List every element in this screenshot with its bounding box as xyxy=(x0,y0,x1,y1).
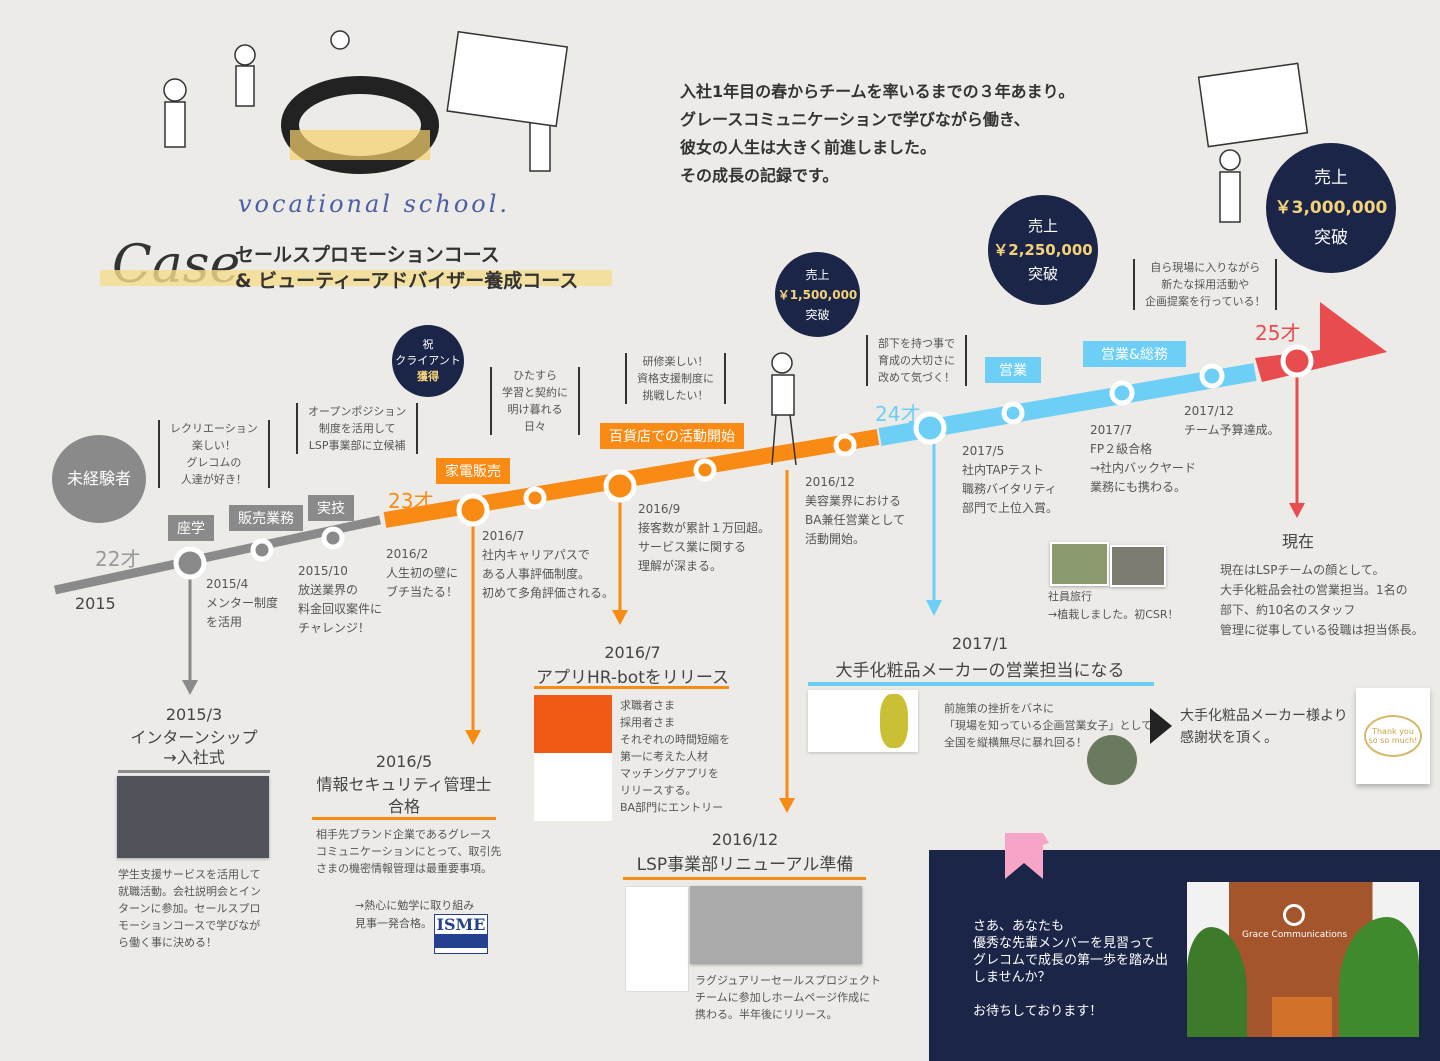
m1612-date: 2016/12 xyxy=(711,830,779,849)
thanks-card-text: Thank you so so much! xyxy=(1364,715,1422,757)
m1612-text: ラグジュアリーセールスプロジェクト チームに参加しホームページ作成に 携わる。半… xyxy=(695,974,882,1021)
tag-kaden: 家電販売 xyxy=(436,458,510,484)
event-2017-7: 2017/7 FP２級合格 →社内バックヤード 業務にも携わる。 xyxy=(1090,423,1197,494)
m1605-title: 情報セキュリティ管理士 合格 xyxy=(316,775,492,816)
school-illustration xyxy=(163,30,569,174)
age-23: 23才 xyxy=(388,489,434,513)
m1605-note: →熱心に勉学に取り組み 見事一発合格。 xyxy=(355,899,475,930)
sales1-amount: ￥1,500,000 xyxy=(777,287,858,302)
bubble-client-l1: 祝 xyxy=(422,338,434,351)
m1701-rule xyxy=(808,682,1154,686)
start-badge-text: 未経験者 xyxy=(66,469,131,488)
sales3-label: 売上 xyxy=(1314,168,1348,188)
m1612-rule xyxy=(623,877,866,880)
quote-3: ひたすら 学習と契約に 明け暮れる 日々 xyxy=(490,367,580,435)
m1701-thanks: 大手化粧品メーカー様より 感謝状を頂く。 xyxy=(1180,708,1348,746)
hrbot-screenshot xyxy=(534,695,612,821)
event-2017-5: 2017/5 社内TAPテスト 職務バイタリティ 部門で上位入賞。 xyxy=(962,444,1059,515)
bookmark-icon xyxy=(1005,833,1049,879)
event-2017-12: 2017/12 チーム予算達成。 xyxy=(1184,404,1280,437)
start-badge: 未経験者 xyxy=(52,435,146,523)
age-25: 25才 xyxy=(1255,321,1301,345)
thanks-card: Thank you so so much! xyxy=(1356,688,1430,784)
tag-hanbai: 販売業務 xyxy=(229,505,303,531)
office-sign: Grace Communications xyxy=(1242,930,1348,940)
event-2016-7: 2016/7 社内キャリアパスで ある人事評価制度。 初めて多角評価される。 xyxy=(482,529,615,600)
trip-caption: 社員旅行 →植栽しました。初CSR！ xyxy=(1048,590,1179,621)
power-logo-icon xyxy=(1283,904,1305,926)
isme-logo-text: ISME xyxy=(436,915,486,934)
sales2-label: 売上 xyxy=(1027,217,1058,235)
tag-eigyo-somu: 営業&総務 xyxy=(1083,341,1186,367)
m1605-date: 2016/5 xyxy=(375,752,433,771)
sales1-suffix: 突破 xyxy=(805,307,830,322)
m1607-text: 求職者さま 採用者さま それぞれの時間短縮を 第一に考えた人材 マッチングアプリ… xyxy=(620,699,730,814)
m1503-text: 学生支援サービスを活用して 就職活動。会社説明会とイン ターンに参加。セールスプ… xyxy=(118,868,261,949)
quote-4: 研修楽しい！ 資格支援制度に 挑戦したい！ xyxy=(625,353,726,404)
m1607-rule xyxy=(534,686,729,689)
lsp-team-photo xyxy=(690,886,862,964)
m1503-photo xyxy=(117,776,269,858)
sales3-amount: ￥3,000,000 xyxy=(1274,198,1388,218)
m1607-title: アプリHR-botをリリース xyxy=(535,668,730,688)
tag-hyakkaten: 百貨店での活動開始 xyxy=(600,423,744,449)
event-2016-12: 2016/12 美容業界における BA兼任営業として 活動開始。 xyxy=(805,475,906,546)
intro-text: 入社1年目の春からチームを率いるまでの３年あまり。 グレースコミュニケーションで… xyxy=(680,82,1075,185)
m1701-date: 2017/1 xyxy=(951,634,1009,653)
sales2-amount: ￥2,250,000 xyxy=(993,241,1093,259)
event-2016-9: 2016/9 接客数が累計１万回超。 サービス業に関する 理解が深まる。 xyxy=(638,502,771,573)
quote-5: 部下を持つ事で 育成の大切さに 改めて気づく！ xyxy=(866,335,967,386)
m1612-title: LSP事業部リニューアル準備 xyxy=(636,855,854,875)
trip-photo xyxy=(1050,542,1109,586)
m1503-date: 2015/3 xyxy=(165,705,223,724)
drop-lines xyxy=(182,370,1305,813)
school-label: vocational school. xyxy=(238,190,511,218)
cta-text: さあ、あなたも 優秀な先輩メンバーを見習って グレコムで成長の第一歩を踏み出 し… xyxy=(973,919,1169,1019)
m1701-text: 前施策の挫折をバネに 「現場を知っている企画営業女子」として 全国を縦横無尽に暴… xyxy=(944,702,1153,749)
event-2015-10: 2015/10 放送業界の 料金回収案件に チャレンジ！ xyxy=(298,564,383,635)
teacher-illustration xyxy=(1197,62,1309,223)
m1607-date: 2016/7 xyxy=(604,643,661,662)
quote-2: オープンポジション 制度を活用して LSP事業部に立候補 xyxy=(296,403,419,454)
office-photo: Grace Communications xyxy=(1187,882,1419,1037)
event-2016-2: 2016/2 人生初の壁に ブチ当たる！ xyxy=(386,547,459,599)
sales2-suffix: 突破 xyxy=(1027,265,1058,283)
bubble-sales-3: 売上 ￥3,000,000 突破 xyxy=(1266,143,1396,273)
m1503-rule xyxy=(118,770,270,773)
now-title: 現在 xyxy=(1282,532,1315,551)
lsp-site-screenshot xyxy=(625,886,689,992)
trip-photo-2 xyxy=(1110,545,1166,587)
start-year: 2015 xyxy=(75,594,116,613)
timeline-nodes xyxy=(173,344,1314,580)
course-title-1: セールスプロモーションコース xyxy=(235,244,500,266)
event-2015-4: 2015/4 メンター制度 を活用 xyxy=(206,577,279,629)
bubble-sales-1: 売上 ￥1,500,000 突破 xyxy=(775,252,860,337)
age-24: 24才 xyxy=(875,402,921,426)
age-22: 22才 xyxy=(95,547,141,571)
sales1-label: 売上 xyxy=(805,267,830,282)
staff-photo xyxy=(1087,735,1137,785)
bubble-client-l3: 獲得 xyxy=(417,370,439,383)
tag-zagaku: 座学 xyxy=(168,515,214,541)
bubble-sales-2: 売上 ￥2,250,000 突破 xyxy=(988,195,1098,305)
sales3-suffix: 突破 xyxy=(1314,228,1348,248)
m1605-rule xyxy=(312,817,496,820)
quote-6: 自ら現場に入りながら 新たな採用活動や 企画提案を行っている！ xyxy=(1133,259,1278,310)
tag-eigyo: 営業 xyxy=(985,357,1041,383)
person-figure xyxy=(771,352,797,466)
bubble-client-l2: クライアント xyxy=(395,354,461,367)
course-title-2: & ビューティーアドバイザー養成コース xyxy=(235,270,579,292)
isme-logo: ISME xyxy=(434,914,488,954)
now-text: 現在はLSPチームの顔として。 大手化粧品会社の営業担当。1名の 部下、約10名… xyxy=(1220,563,1424,637)
m1503-title: インターンシップ →入社式 xyxy=(130,728,258,767)
highlight-bar xyxy=(100,270,612,286)
bubble-client: 祝クライアント獲得 xyxy=(392,325,464,397)
tag-jitsugi: 実技 xyxy=(308,495,354,521)
cosmetic-screenshot xyxy=(808,690,918,752)
play-arrow-icon xyxy=(1150,708,1172,744)
m1605-text: 相手先ブランド企業であるグレース コミュニケーションにとって、取引先 さまの機密… xyxy=(316,828,502,875)
m1701-title: 大手化粧品メーカーの営業担当になる xyxy=(835,661,1125,681)
quote-1: レクリエーション 楽しい！ グレコムの 人達が好き！ xyxy=(158,420,270,488)
